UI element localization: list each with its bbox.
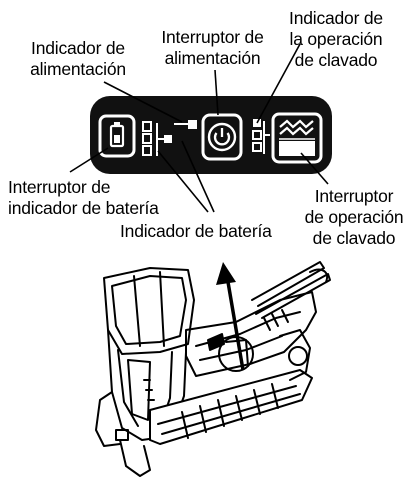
label-line: Indicador de xyxy=(289,8,383,28)
battery-icon xyxy=(109,122,125,148)
label-nailing-indicator: Indicador de la operación de clavado xyxy=(268,8,404,71)
label-battery-indicator: Indicador de batería xyxy=(120,221,272,241)
control-panel xyxy=(90,96,332,174)
leader-power-switch xyxy=(214,69,219,116)
power-switch xyxy=(201,113,243,161)
label-line: de clavado xyxy=(294,50,378,70)
label-line: Interruptor xyxy=(314,186,394,206)
leader-nailing-switch xyxy=(300,152,329,185)
label-line: Interruptor de xyxy=(161,27,264,47)
battery-indicator-leds xyxy=(142,121,172,156)
nailing-operation-switch xyxy=(271,112,323,164)
label-line: alimentación xyxy=(30,59,126,79)
arrow-icon xyxy=(216,262,245,371)
label-line: de clavado xyxy=(312,228,396,248)
label-battery-indicator-switch: Interruptor de indicador de batería xyxy=(8,177,159,219)
leader-lines xyxy=(69,43,329,213)
leader-battery-switch xyxy=(69,147,109,173)
label-nailing-switch: Interruptor de operación de clavado xyxy=(296,186,412,249)
leader-battery-indicator-a xyxy=(157,150,209,213)
label-line: la operación xyxy=(289,29,383,49)
power-indicator-led xyxy=(174,120,197,129)
label-line: Indicador de xyxy=(31,38,125,58)
nail-gun-illustration xyxy=(95,261,331,477)
battery-indicator-switch xyxy=(98,114,136,158)
label-power-switch: Interruptor de alimentación xyxy=(150,27,275,69)
label-line: Interruptor de xyxy=(8,177,111,197)
leader-power-indicator xyxy=(103,81,183,123)
leader-nailing-indicator xyxy=(256,43,301,124)
nailing-mode-icon xyxy=(279,119,315,156)
label-line: de operación xyxy=(304,207,404,227)
label-line: alimentación xyxy=(164,48,261,68)
label-line: indicador de batería xyxy=(8,198,159,218)
power-button-icon xyxy=(213,128,231,146)
leader-battery-indicator-b xyxy=(181,140,215,213)
label-power-indicator: Indicador de alimentación xyxy=(18,38,138,80)
